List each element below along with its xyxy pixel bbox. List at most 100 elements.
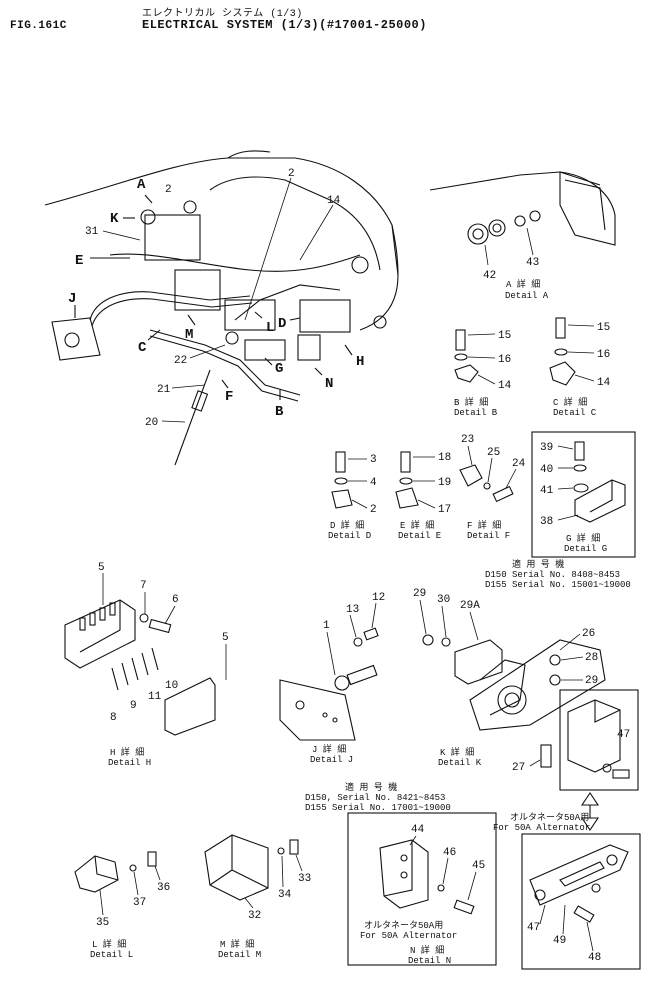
part-22: 22 — [174, 355, 187, 367]
detail-h: 5 7 6 5 10 11 9 8 H 詳 細 Detail H — [64, 562, 229, 768]
part-45: 44 — [411, 824, 425, 836]
detail-d-jp: D 詳 細 — [330, 519, 364, 531]
detail-h-jp: H 詳 細 — [110, 746, 144, 758]
part-32: 31 — [85, 226, 99, 238]
part-8: 8 — [110, 712, 117, 724]
detail-c-jp: C 詳 細 — [553, 396, 587, 408]
part-14-c: 14 — [597, 377, 611, 389]
serials-n-jp: 適 用 号 機 — [345, 781, 397, 793]
detail-d-label: Detail D — [328, 531, 371, 541]
part-39: 38 — [540, 516, 553, 528]
detail-l-jp: L 詳 細 — [92, 938, 126, 950]
part-43: 42 — [483, 270, 496, 282]
part-4: 4 — [370, 477, 377, 489]
part-20: 20 — [145, 417, 158, 429]
detail-l-label: Detail L — [90, 950, 133, 960]
part-2-a: 2 — [165, 184, 172, 196]
main-part-numbers: 2 31 2 14 22 21 20 — [85, 168, 341, 429]
part-5-a: 5 — [98, 562, 105, 574]
serials-n-line2: D155 Serial No. 17001~19000 — [305, 803, 451, 813]
part-17: 17 — [438, 504, 451, 516]
part-47: 46 — [443, 847, 456, 859]
main-assembly — [44, 150, 616, 466]
detail-j-label: Detail J — [310, 755, 353, 765]
part-44: 43 — [526, 257, 539, 269]
part-2-d: 2 — [370, 504, 377, 516]
detail-e-jp: E 詳 細 — [400, 519, 434, 531]
part-40: 39 — [540, 442, 553, 454]
part-26: 26 — [582, 628, 595, 640]
serials-n-line1: D150, Serial No. 8421~8453 — [305, 793, 445, 803]
alt-n-jp: オルタネータ50A用 — [364, 920, 443, 931]
callout-f: F — [225, 389, 233, 405]
serials-g-line1: D150 Serial No. 8408~8453 — [485, 570, 620, 580]
part-14: 14 — [327, 195, 341, 207]
part-6: 6 — [172, 594, 179, 606]
part-23: 23 — [461, 434, 474, 446]
part-12: 12 — [372, 592, 385, 604]
detail-g-label: Detail G — [564, 544, 607, 554]
callout-a: A — [137, 177, 146, 193]
part-31: 30 — [437, 594, 450, 606]
part-21: 21 — [157, 384, 171, 396]
detail-j-jp: J 詳 細 — [312, 743, 346, 755]
part-11: 11 — [148, 691, 162, 703]
part-7: 7 — [140, 580, 147, 592]
alt-right-jp: オルタネータ50A用 — [510, 812, 589, 823]
serials-g-line2: D155 Serial No. 15001~19000 — [485, 580, 631, 590]
part-16-c: 16 — [597, 349, 610, 361]
part-16-b: 16 — [498, 354, 511, 366]
callout-arrows — [74, 194, 353, 400]
part-25: 25 — [487, 447, 500, 459]
alt-right-en: For 50A Alternator — [493, 823, 590, 833]
serials-g-jp: 適 用 号 機 — [512, 558, 564, 570]
part-27: 27 — [512, 762, 525, 774]
part-37: 36 — [157, 882, 170, 894]
figure-number: FIG.161C — [10, 20, 67, 32]
detail-d: 3 4 2 D 詳 細 Detail D — [328, 451, 377, 541]
part-5-b: 5 — [222, 632, 229, 644]
detail-e-label: Detail E — [398, 531, 441, 541]
detail-n-jp: N 詳 細 — [410, 944, 444, 956]
callout-d: D — [278, 316, 286, 332]
detail-a-label: Detail A — [505, 291, 549, 301]
part-28: 28 — [585, 652, 598, 664]
part-15-c: 15 — [597, 322, 610, 334]
part-42: 41 — [540, 485, 554, 497]
detail-a: 42 43 A 詳 細 Detail A — [467, 210, 549, 301]
detail-b-label: Detail B — [454, 408, 498, 418]
callout-m: M — [185, 327, 193, 343]
detail-m-jp: M 詳 細 — [220, 938, 254, 950]
part-49: 48 — [588, 952, 601, 964]
detail-48-box: 47 オルタネータ50A用 For 50A Alternator — [493, 689, 639, 833]
part-19: 19 — [438, 477, 451, 489]
detail-m: 32 34 33 M 詳 細 Detail M — [204, 834, 311, 960]
part-33: 32 — [248, 910, 261, 922]
part-13: 13 — [346, 604, 359, 616]
callout-l: L — [266, 320, 274, 336]
callout-b: B — [275, 404, 284, 420]
detail-h-label: Detail H — [108, 758, 151, 768]
callout-e: E — [75, 253, 83, 269]
detail-c-label: Detail C — [553, 408, 597, 418]
detail-f-jp: F 詳 細 — [467, 519, 501, 531]
callout-n: N — [325, 376, 333, 392]
part-18: 18 — [438, 452, 451, 464]
part-38: 37 — [133, 897, 146, 909]
detail-m-label: Detail M — [218, 950, 261, 960]
part-15-b: 15 — [498, 330, 511, 342]
part-1: 1 — [323, 620, 330, 632]
part-24: 24 — [512, 458, 526, 470]
part-2-b: 2 — [288, 168, 295, 180]
detail-e: 18 19 17 E 詳 細 Detail E — [395, 451, 451, 541]
page-title: ELECTRICAL SYSTEM (1/3)(#17001-25000) — [142, 18, 427, 32]
detail-j: 1 13 12 J 詳 細 Detail J — [279, 592, 385, 765]
detail-n-label: Detail N — [408, 956, 451, 966]
part-14-b: 14 — [498, 380, 512, 392]
detail-f-label: Detail F — [467, 531, 510, 541]
part-50: 49 — [553, 935, 566, 947]
part-29: 29 — [585, 675, 598, 687]
part-30: 29 — [413, 588, 426, 600]
detail-f: 23 25 24 F 詳 細 Detail F — [459, 434, 526, 541]
